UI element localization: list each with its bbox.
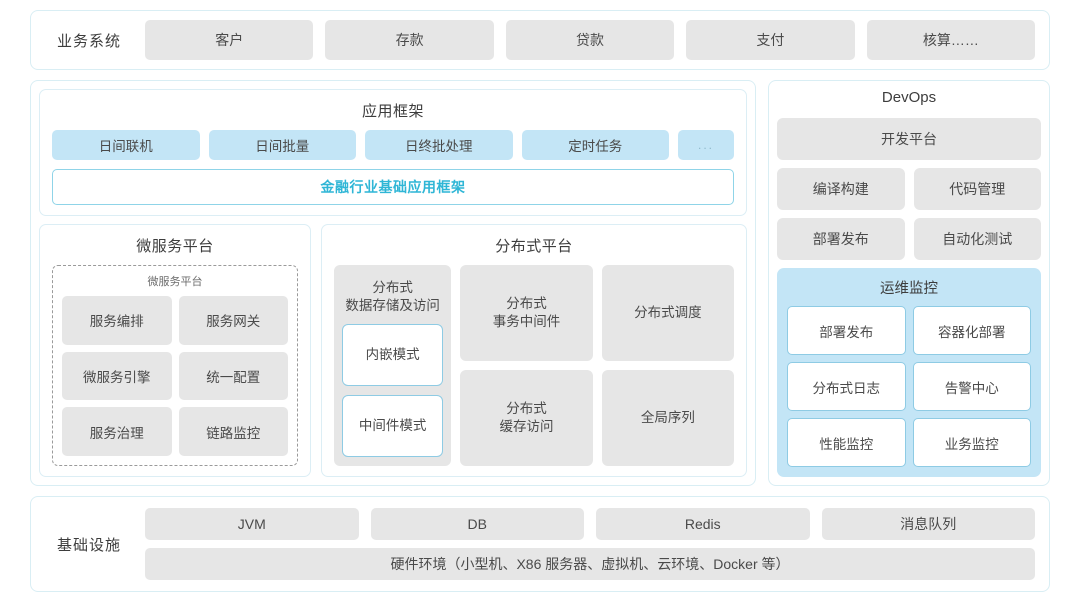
dist-cell-0-line1: 分布式 bbox=[506, 295, 547, 311]
ops-item-performance-monitor[interactable]: 性能监控 bbox=[787, 418, 906, 467]
infrastructure-item-redis[interactable]: Redis bbox=[596, 508, 810, 540]
distributed-data-storage-title: 分布式 数据存储及访问 bbox=[345, 279, 440, 315]
microservice-item-gateway[interactable]: 服务网关 bbox=[178, 296, 288, 345]
platform-left-panel: 应用框架 日间联机 日间批量 日终批处理 定时任务 ... 金融行业基础应用框架… bbox=[30, 80, 756, 486]
business-system-item-accounting[interactable]: 核算…… bbox=[866, 20, 1036, 60]
ops-item-business-monitor[interactable]: 业务监控 bbox=[912, 418, 1031, 467]
app-chip-eod-batch[interactable]: 日终批处理 bbox=[365, 130, 513, 160]
microservice-item-unified-config[interactable]: 统一配置 bbox=[178, 351, 288, 401]
infrastructure-label: 基础设施 bbox=[56, 536, 121, 554]
distributed-transaction-middleware-label: 分布式 事务中间件 bbox=[493, 295, 561, 331]
devops-title: DevOps bbox=[881, 89, 937, 106]
distributed-transaction-middleware[interactable]: 分布式 事务中间件 bbox=[460, 265, 593, 361]
platform-middle-area: 应用框架 日间联机 日间批量 日终批处理 定时任务 ... 金融行业基础应用框架… bbox=[30, 80, 1050, 486]
microservice-item-orchestration[interactable]: 服务编排 bbox=[62, 296, 172, 345]
distributed-mode-embedded[interactable]: 内嵌模式 bbox=[342, 324, 444, 387]
microservice-platform-dashed-box: 微服务平台 服务编排 服务网关 微服务引擎 统一配置 服务治理 链路监控 bbox=[52, 265, 298, 466]
dist-cell-2-line1: 分布式 bbox=[506, 400, 547, 416]
distributed-data-storage-line2: 数据存储及访问 bbox=[345, 298, 440, 314]
business-system-item-loan[interactable]: 贷款 bbox=[505, 20, 675, 60]
devops-item-code-management[interactable]: 代码管理 bbox=[913, 168, 1041, 210]
application-framework-title: 应用框架 bbox=[361, 103, 424, 120]
devops-panel: DevOps 开发平台 编译构建 代码管理 部署发布 自动化测试 运维监控 部署… bbox=[768, 80, 1050, 486]
ops-monitor-grid: 部署发布 容器化部署 分布式日志 告警中心 性能监控 业务监控 bbox=[787, 306, 1031, 467]
platform-lower-row: 微服务平台 微服务平台 服务编排 服务网关 微服务引擎 统一配置 服务治理 链路… bbox=[39, 224, 747, 477]
financial-base-framework-bar[interactable]: 金融行业基础应用框架 bbox=[52, 169, 734, 205]
ops-item-deploy-release[interactable]: 部署发布 bbox=[787, 306, 906, 355]
devops-item-compile-build[interactable]: 编译构建 bbox=[777, 168, 905, 210]
devops-pair-row-1: 编译构建 代码管理 bbox=[777, 168, 1041, 210]
business-system-item-deposit[interactable]: 存款 bbox=[325, 20, 494, 60]
app-chip-scheduled-task[interactable]: 定时任务 bbox=[521, 130, 669, 160]
ops-item-alert-center[interactable]: 告警中心 bbox=[912, 362, 1031, 411]
devops-item-automated-test[interactable]: 自动化测试 bbox=[913, 218, 1041, 260]
business-system-item-customer[interactable]: 客户 bbox=[145, 20, 314, 60]
business-system-item-payment[interactable]: 支付 bbox=[686, 20, 855, 60]
microservice-item-engine[interactable]: 微服务引擎 bbox=[62, 351, 172, 401]
app-chip-daytime-batch[interactable]: 日间批量 bbox=[208, 130, 356, 160]
distributed-platform-card: 分布式平台 分布式 数据存储及访问 内嵌模式 中间件模式 bbox=[321, 224, 747, 477]
ops-item-container-deploy[interactable]: 容器化部署 bbox=[912, 306, 1031, 355]
infrastructure-item-db[interactable]: DB bbox=[370, 508, 584, 540]
dist-cell-2-line2: 缓存访问 bbox=[499, 419, 554, 434]
distributed-cache-access-label: 分布式 缓存访问 bbox=[500, 400, 554, 436]
microservice-item-governance[interactable]: 服务治理 bbox=[62, 407, 172, 456]
ops-monitor-title: 运维监控 bbox=[880, 281, 938, 297]
ops-monitor-panel: 运维监控 部署发布 容器化部署 分布式日志 告警中心 性能监控 业务监控 bbox=[777, 268, 1041, 477]
dist-cell-0-line2: 事务中间件 bbox=[492, 314, 561, 329]
distributed-data-storage-line1: 分布式 bbox=[372, 280, 413, 295]
business-systems-chip-list: 客户 存款 贷款 支付 核算…… bbox=[145, 20, 1036, 60]
infrastructure-hardware-bar[interactable]: 硬件环境（小型机、X86 服务器、虚拟机、云环境、Docker 等） bbox=[145, 548, 1035, 580]
infrastructure-chip-list: JVM DB Redis 消息队列 bbox=[145, 508, 1035, 540]
microservice-item-trace-monitor[interactable]: 链路监控 bbox=[178, 407, 288, 456]
distributed-cache-access[interactable]: 分布式 缓存访问 bbox=[460, 370, 593, 466]
microservice-platform-title: 微服务平台 bbox=[136, 238, 214, 255]
distributed-scheduling[interactable]: 分布式调度 bbox=[601, 265, 734, 361]
infrastructure-item-jvm[interactable]: JVM bbox=[145, 508, 359, 540]
infrastructure-section: 基础设施 JVM DB Redis 消息队列 硬件环境（小型机、X86 服务器、… bbox=[30, 496, 1050, 592]
infrastructure-content: JVM DB Redis 消息队列 硬件环境（小型机、X86 服务器、虚拟机、云… bbox=[145, 508, 1035, 580]
devops-item-deploy-release[interactable]: 部署发布 bbox=[777, 218, 905, 260]
microservice-platform-inner-title: 微服务平台 bbox=[147, 276, 203, 288]
business-systems-label: 业务系统 bbox=[56, 32, 121, 50]
application-framework-chip-list: 日间联机 日间批量 日终批处理 定时任务 ... bbox=[52, 130, 734, 160]
distributed-mode-middleware[interactable]: 中间件模式 bbox=[342, 395, 444, 457]
devops-pair-row-2: 部署发布 自动化测试 bbox=[777, 218, 1041, 260]
infrastructure-item-message-queue[interactable]: 消息队列 bbox=[821, 508, 1035, 540]
distributed-platform-grid: 分布式 数据存储及访问 内嵌模式 中间件模式 分布式 事务中间件 bbox=[334, 265, 734, 466]
distributed-data-storage-card[interactable]: 分布式 数据存储及访问 内嵌模式 中间件模式 bbox=[334, 265, 452, 466]
business-systems-section: 业务系统 客户 存款 贷款 支付 核算…… bbox=[30, 10, 1050, 70]
app-chip-daytime-online[interactable]: 日间联机 bbox=[52, 130, 200, 160]
microservice-item-grid: 服务编排 服务网关 微服务引擎 统一配置 服务治理 链路监控 bbox=[62, 296, 288, 456]
distributed-platform-title: 分布式平台 bbox=[495, 238, 573, 255]
devops-item-dev-platform[interactable]: 开发平台 bbox=[777, 118, 1041, 160]
distributed-global-sequence[interactable]: 全局序列 bbox=[601, 370, 734, 466]
microservice-platform-card: 微服务平台 微服务平台 服务编排 服务网关 微服务引擎 统一配置 服务治理 链路… bbox=[39, 224, 311, 477]
application-framework-card: 应用框架 日间联机 日间批量 日终批处理 定时任务 ... 金融行业基础应用框架 bbox=[39, 89, 747, 216]
ops-item-distributed-log[interactable]: 分布式日志 bbox=[787, 362, 906, 411]
app-chip-more[interactable]: ... bbox=[678, 130, 734, 160]
